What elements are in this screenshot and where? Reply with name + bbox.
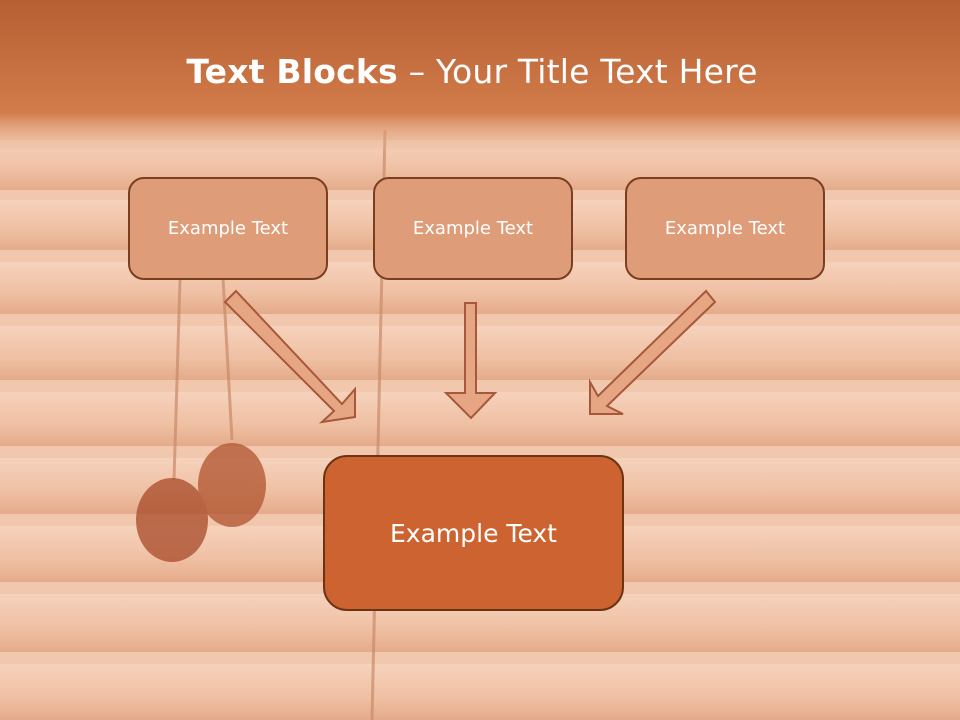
text-block-middle[interactable]: Example Text [373,177,573,280]
text-block-middle-label: Example Text [412,218,534,239]
title-bold: Text Blocks [186,52,398,91]
cord-pulls [136,443,266,562]
arrow-down-left-icon [589,289,717,415]
text-block-main-label: Example Text [390,518,557,548]
text-block-left-label: Example Text [167,218,289,239]
text-block-left[interactable]: Example Text [128,177,328,280]
text-block-main[interactable]: Example Text [323,455,624,611]
title-dash: – [397,52,436,91]
title-header-band [0,0,960,150]
slide-title: Text Blocks – Your Title Text Here [0,52,944,91]
text-block-right[interactable]: Example Text [625,177,825,280]
title-rest: Your Title Text Here [435,52,758,91]
arrow-down-right-icon [223,289,356,424]
arrow-down-icon [443,302,498,420]
text-block-right-label: Example Text [664,218,786,239]
